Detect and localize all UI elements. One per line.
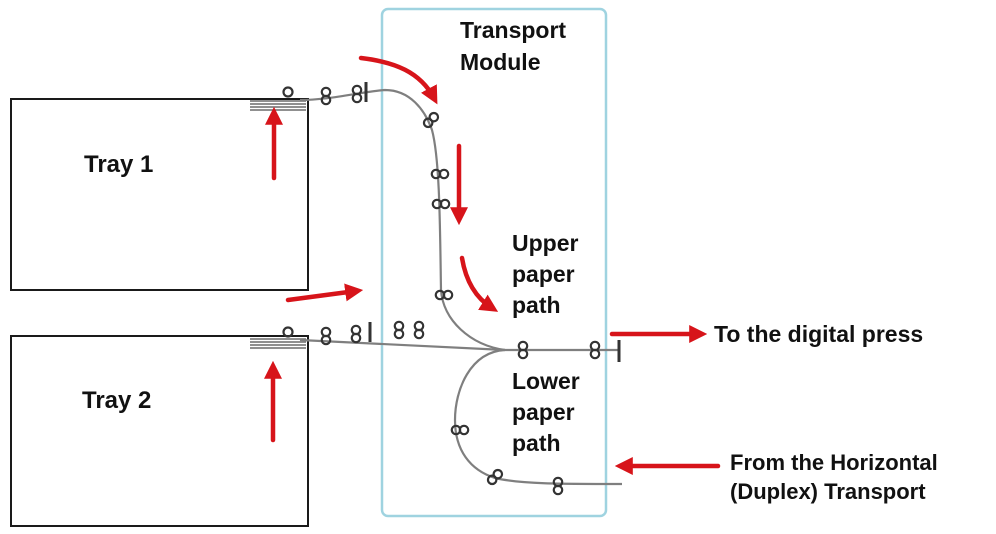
upper-paper-path-label-line3: path	[512, 292, 561, 318]
upper-paper-path-label-line1: Upper	[512, 230, 579, 256]
rollers	[282, 84, 601, 496]
lower-paper-path	[453, 348, 623, 486]
lower-paper-path-label-line3: path	[512, 430, 561, 456]
transport-module-box	[380, 7, 608, 518]
tray-1-paper-stack	[250, 100, 306, 111]
lower-paper-path-label-line1: Lower	[512, 368, 580, 394]
tray-2-feed-arrow	[285, 283, 364, 303]
lower-paper-path-label-line2: paper	[512, 399, 575, 425]
tray-2-label: Tray 2	[82, 387, 151, 414]
tray-2-box	[10, 335, 309, 527]
from-horizontal-transport-label-line2: (Duplex) Transport	[730, 479, 926, 504]
tray-1-box	[10, 98, 309, 291]
transport-module-label-line1: Transport	[460, 17, 566, 43]
from-horizontal-transport-label-line1: From the Horizontal	[730, 450, 938, 475]
tray-1-label: Tray 1	[84, 151, 153, 178]
flow-arrows	[264, 55, 721, 475]
upper-path-curve-arrow	[459, 255, 499, 312]
to-digital-press-label: To the digital press	[714, 321, 923, 347]
module-entry-curve-arrow	[358, 55, 438, 105]
tray-2-feed-path	[299, 338, 506, 352]
tray-2-paper-stack	[250, 338, 306, 349]
upper-paper-path	[299, 88, 506, 352]
upper-paper-path-label-line2: paper	[512, 261, 575, 287]
transport-module-label-line2: Module	[460, 49, 541, 75]
path-gates	[364, 82, 621, 362]
